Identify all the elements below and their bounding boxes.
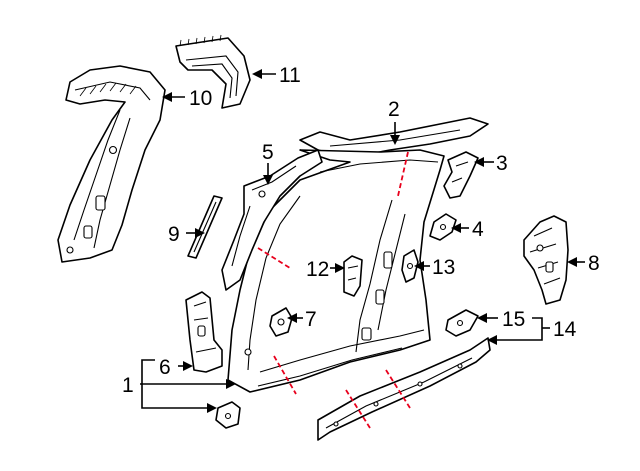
callout-8[interactable]: 8 bbox=[588, 252, 600, 275]
part-4-small-bracket[interactable] bbox=[429, 213, 457, 241]
cut-lines bbox=[257, 151, 411, 429]
part-13-striker-bracket[interactable] bbox=[401, 249, 419, 283]
part-5-a-pillar-reinforcement[interactable] bbox=[221, 149, 323, 291]
part-11-upper-reinforcement[interactable] bbox=[175, 34, 251, 109]
callout-11[interactable]: 11 bbox=[279, 64, 301, 87]
callout-14[interactable]: 14 bbox=[553, 318, 577, 341]
part-8-pillar-reinforcement[interactable] bbox=[523, 215, 569, 305]
part-10-quarter-inner-pillar[interactable] bbox=[57, 65, 166, 263]
leader-1 bbox=[140, 359, 236, 413]
part-15-rocker-bracket[interactable] bbox=[445, 309, 479, 337]
leader-3 bbox=[474, 157, 494, 167]
leader-9 bbox=[186, 228, 205, 238]
leader-11 bbox=[252, 69, 276, 79]
callout-5[interactable]: 5 bbox=[262, 141, 274, 164]
callout-2[interactable]: 2 bbox=[388, 98, 400, 121]
callout-3[interactable]: 3 bbox=[496, 152, 508, 175]
callout-4[interactable]: 4 bbox=[472, 218, 484, 241]
part-6-hinge-pillar[interactable] bbox=[185, 291, 223, 373]
part-7-small-reinforcement[interactable] bbox=[269, 307, 293, 337]
cut-line-pillar bbox=[257, 247, 291, 269]
leader-15-14 bbox=[477, 313, 550, 345]
part-1-lower-bracket[interactable] bbox=[215, 401, 241, 429]
callout-10[interactable]: 10 bbox=[189, 87, 212, 110]
cut-line-sill bbox=[273, 355, 297, 395]
callout-12[interactable]: 12 bbox=[306, 258, 329, 281]
callout-9[interactable]: 9 bbox=[168, 223, 180, 246]
callout-1[interactable]: 1 bbox=[122, 374, 134, 397]
leader-13 bbox=[414, 261, 430, 271]
part-9-trim-strip[interactable] bbox=[187, 195, 223, 259]
callout-15[interactable]: 15 bbox=[502, 308, 525, 331]
leader-12 bbox=[330, 263, 345, 273]
leader-4 bbox=[451, 223, 469, 233]
leader-6 bbox=[178, 361, 193, 371]
leader-10 bbox=[162, 92, 185, 102]
callout-13[interactable]: 13 bbox=[432, 256, 455, 279]
part-3-upper-bracket[interactable] bbox=[443, 151, 479, 199]
leader-2 bbox=[390, 122, 400, 145]
leader-8 bbox=[567, 257, 585, 267]
leader-5 bbox=[263, 163, 273, 185]
leader-7 bbox=[287, 313, 303, 323]
callout-6[interactable]: 6 bbox=[159, 356, 171, 379]
part-12-hinge-bracket[interactable] bbox=[343, 255, 363, 297]
callout-7[interactable]: 7 bbox=[305, 308, 317, 331]
